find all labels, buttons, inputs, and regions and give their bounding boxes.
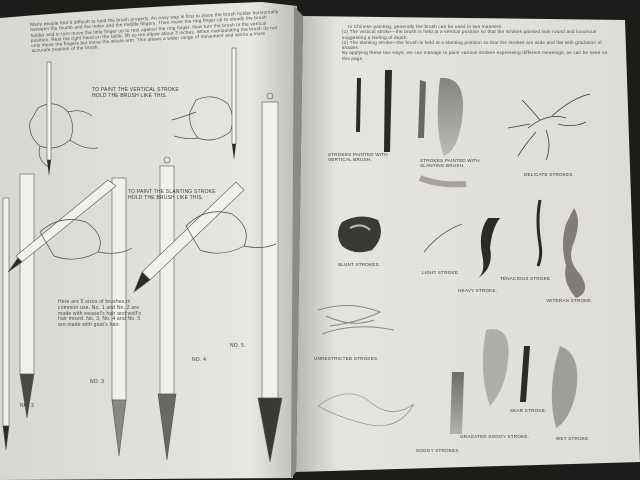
- book-gutter: [291, 6, 303, 478]
- brush-size-3: [111, 177, 127, 457]
- label-unrestricted-strokes: Unrestricted strokes.: [314, 356, 379, 361]
- brush-vertical-2: [231, 47, 237, 160]
- label-veteran-stroke: Veteran stroke.: [546, 298, 593, 303]
- brush-size-5: [257, 92, 283, 463]
- delicate-stroke-insect: [507, 93, 591, 161]
- slanting-brush-strokes: [418, 77, 467, 188]
- soggy-stroke-swirl: [317, 393, 415, 427]
- blunt-strokes: [338, 216, 381, 253]
- slanting-brush-2: [133, 181, 245, 293]
- label-light-stroke: Light stroke.: [422, 270, 460, 275]
- brush-sizes-note: Here are 5 sizes of brushes in common us…: [58, 299, 142, 328]
- right-page: [296, 16, 640, 472]
- brush-size-1: [2, 197, 10, 451]
- label-heavy-stroke: Heavy stroke.: [458, 288, 498, 293]
- hand-slanting-2: [185, 211, 277, 254]
- label-tenacious-stroke: Tenacious stroke.: [500, 276, 552, 281]
- vertical-brush-strokes: [356, 70, 392, 152]
- gradated-soggy-stroke: [450, 372, 464, 434]
- left-page: [0, 2, 297, 480]
- brush-label-no-3: No. 3: [90, 379, 105, 385]
- slanting-stroke-caption: To paint the slanting stroke hold the br…: [128, 189, 216, 201]
- right-intro-line-4: By applying these two ways, we can manag…: [342, 50, 608, 61]
- label-sear-stroke: Sear stroke.: [510, 408, 547, 413]
- hand-vertical-grip-2: [171, 96, 233, 141]
- vertical-stroke-caption: To paint the vertical stroke hold the br…: [92, 87, 179, 99]
- sear-stroke: [520, 346, 530, 402]
- brush-size-2: [19, 173, 35, 419]
- heavy-stroke: [478, 218, 500, 278]
- label-wet-stroke: Wet stroke.: [556, 436, 590, 441]
- label-blunt-strokes: Blunt strokes.: [338, 262, 381, 267]
- brush-label-no-4: No. 4: [192, 357, 207, 363]
- soggy-stroke-wash: [482, 329, 509, 406]
- label-gradated-soggy-stroke: Gradated soggy stroke.: [460, 434, 530, 439]
- brush-label-no-5: No. 5: [230, 343, 245, 349]
- brush-vertical-1: [46, 61, 52, 176]
- right-intro-line-1: In Chinese painting, generally the brush…: [348, 24, 503, 29]
- slanting-brush-1: [7, 179, 117, 273]
- right-intro-line-2: (1) The vertical stroke—the brush is hel…: [342, 29, 597, 40]
- label-vertical-strokes: Strokes painted with vertical brush.: [328, 152, 388, 163]
- right-intro-block: In Chinese painting, generally the brush…: [342, 24, 614, 61]
- light-stroke: [423, 223, 463, 253]
- hand-slanting-1: [39, 219, 133, 260]
- brush-size-4: [157, 156, 177, 461]
- label-slanting-strokes: Strokes painted with slanting brush.: [420, 158, 480, 169]
- unrestricted-strokes: [317, 304, 395, 335]
- right-intro-line-3: (2) The slanting stroke—the brush is hel…: [342, 39, 602, 51]
- brush-label-no-2: No. 2: [20, 403, 35, 409]
- veteran-stroke: [563, 208, 586, 298]
- label-soggy-strokes: Soggy strokes.: [416, 448, 461, 453]
- wet-stroke: [551, 346, 578, 428]
- label-delicate-strokes: Delicate strokes.: [524, 172, 575, 177]
- tenacious-stroke: [536, 199, 543, 267]
